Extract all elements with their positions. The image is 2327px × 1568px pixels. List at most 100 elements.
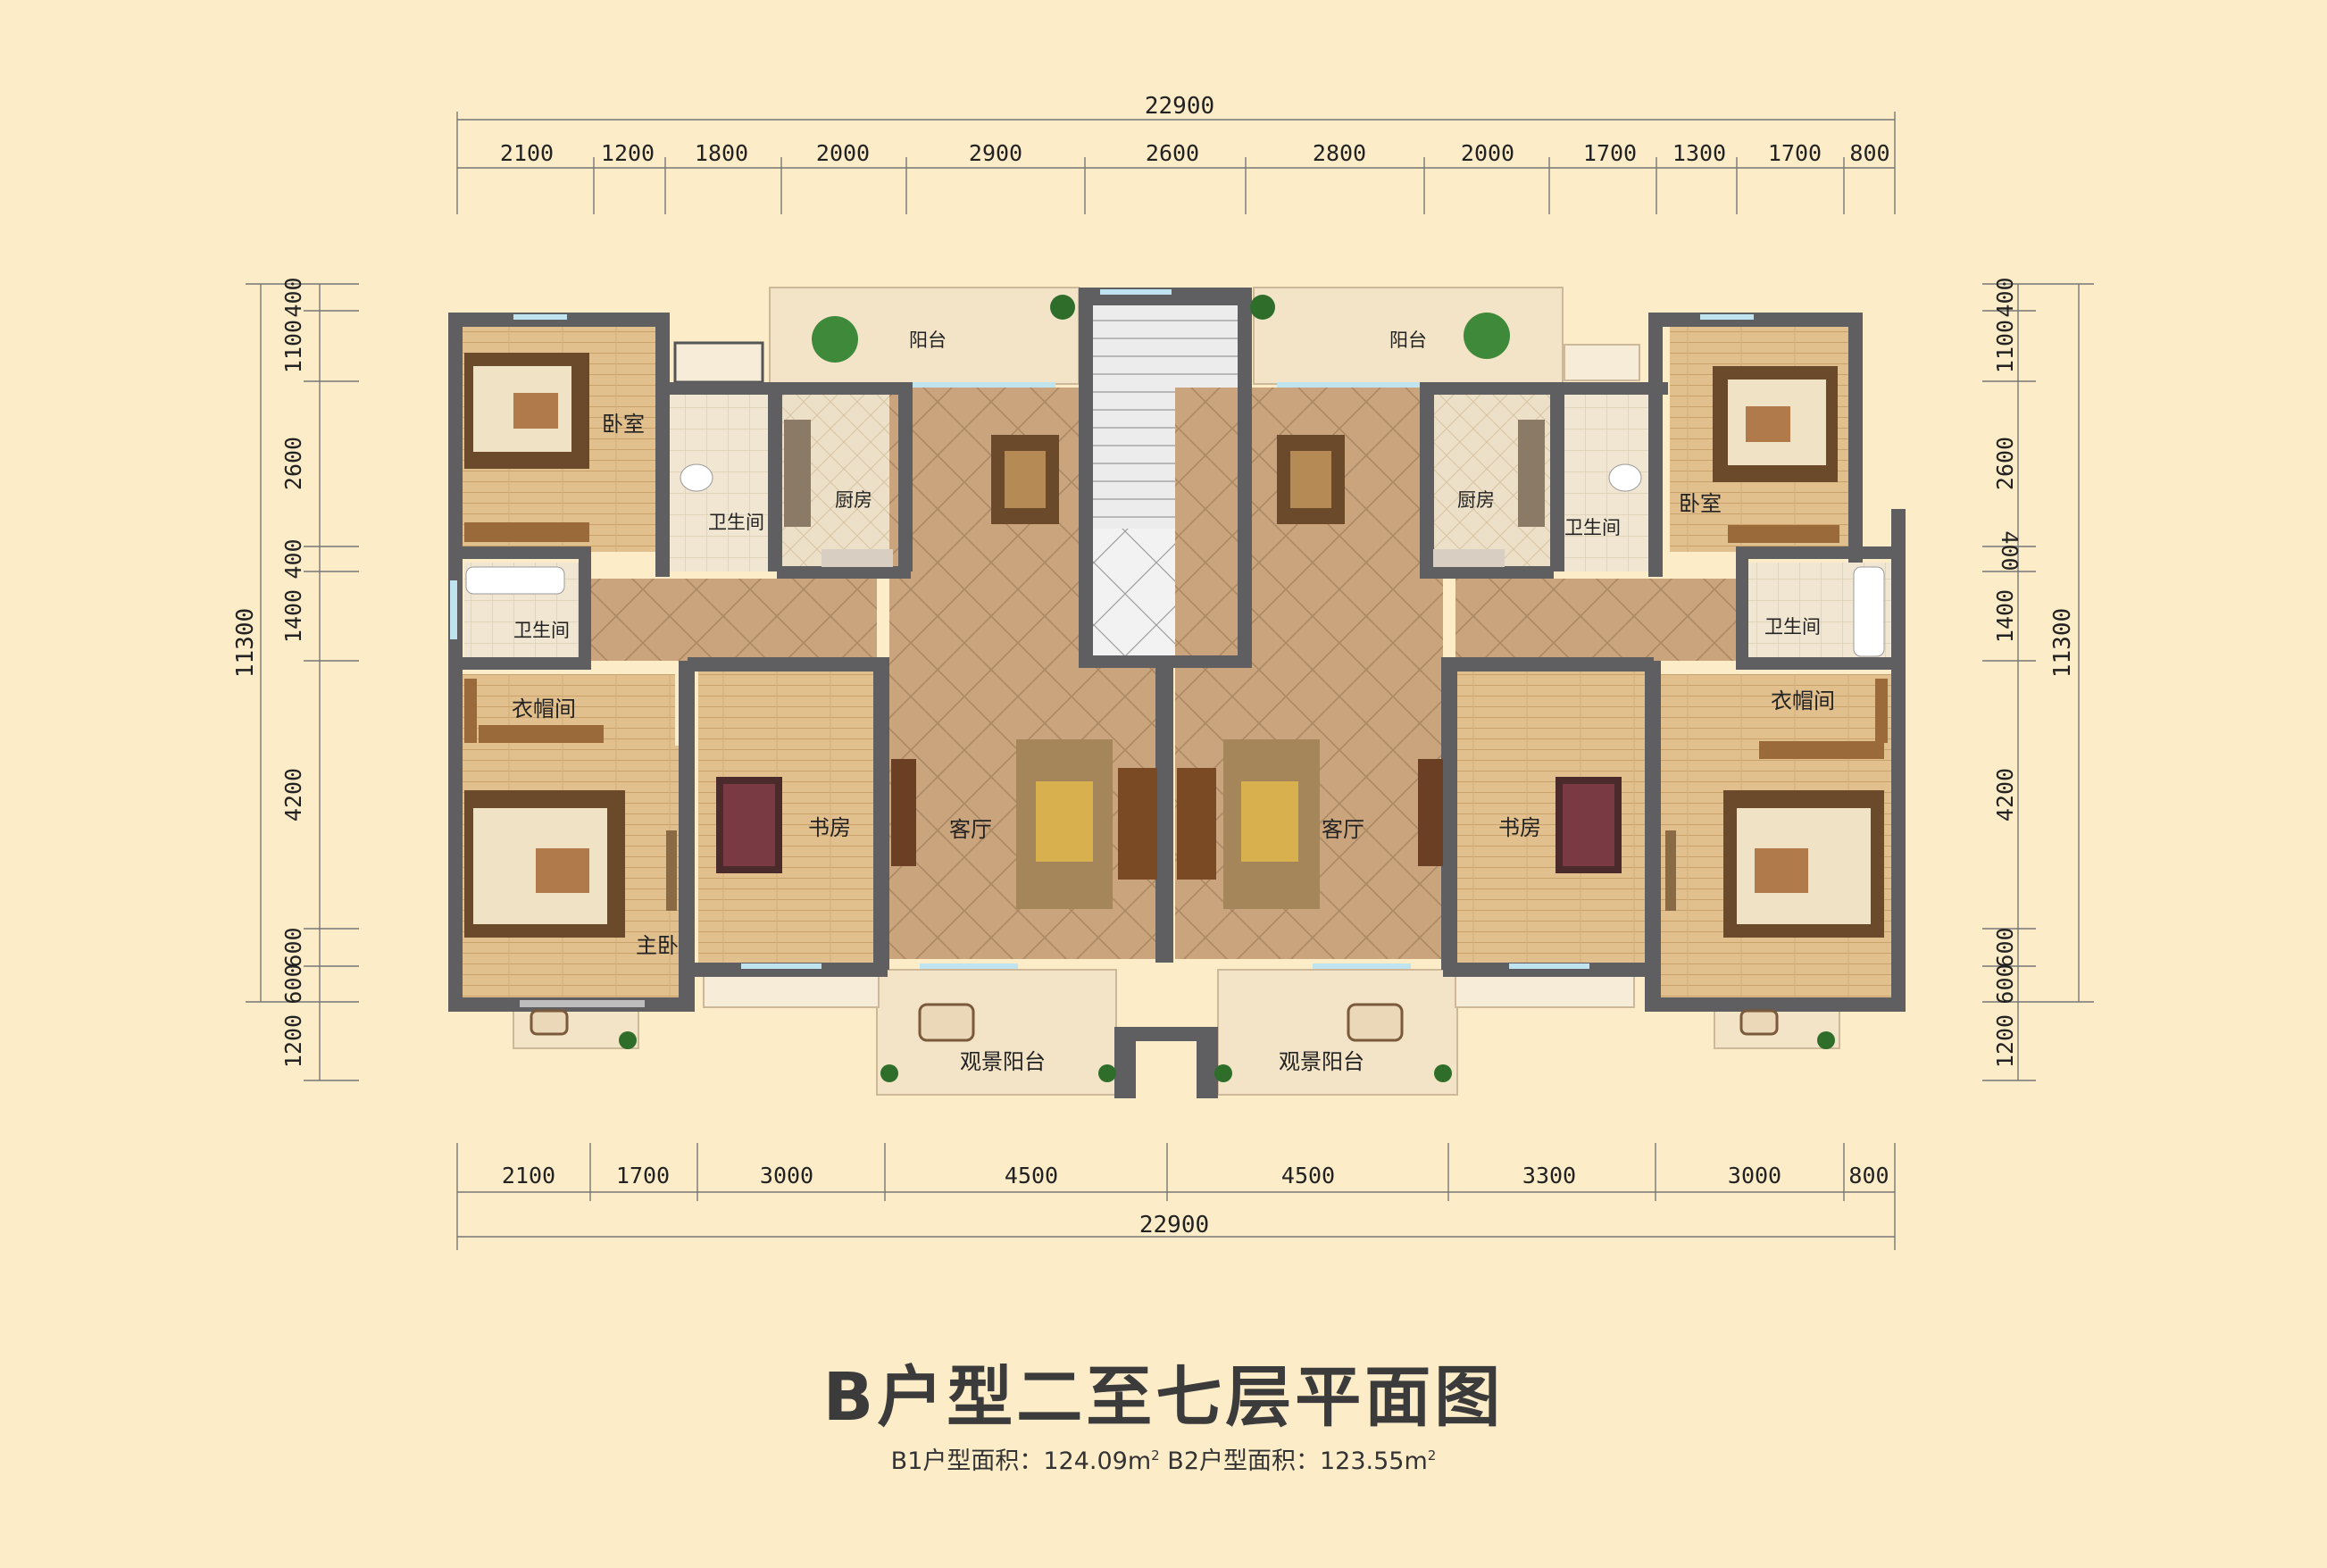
dim-top-3: 1800	[695, 140, 748, 166]
label-kitchen-right: 厨房	[1457, 489, 1495, 511]
dim-right-3: 2600	[1992, 437, 2018, 490]
plant-icon	[1434, 1064, 1452, 1082]
label-bedroom-left: 卧室	[602, 412, 645, 437]
desk-icon	[716, 777, 782, 873]
dim-top-8: 2000	[1461, 140, 1514, 166]
b2-area-value: 123.55m	[1320, 1447, 1428, 1475]
label-bathroom-right-lower: 卫生间	[1764, 616, 1821, 638]
walls	[448, 288, 1906, 1098]
floors	[463, 287, 1891, 1096]
label-cloakroom-right: 衣帽间	[1771, 688, 1835, 713]
dim-top-11: 1700	[1768, 140, 1822, 166]
dim-right-8: 600	[1992, 963, 2018, 1004]
kitchen-counter-icon	[1433, 549, 1505, 567]
dim-right-total: 11300	[2049, 608, 2076, 678]
corridor-right	[1455, 579, 1741, 661]
bathtub-icon	[1853, 566, 1885, 657]
tv-cabinet-icon	[1665, 830, 1676, 911]
dim-bottom-1: 2100	[502, 1163, 555, 1189]
room-labels: 卧室 卫生间 厨房 阳台 卫生间 衣帽间 主卧 书房 客厅 观景阳台 阳台 厨房…	[512, 329, 1835, 1074]
wardrobe-icon	[464, 679, 477, 743]
b2-area-unit: 2	[1427, 1447, 1437, 1464]
b1-area-unit: 2	[1151, 1447, 1160, 1464]
label-bedroom-right: 卧室	[1679, 491, 1722, 516]
bed-icon	[1713, 366, 1838, 482]
dim-bottom-4: 4500	[1005, 1163, 1058, 1189]
lounge-chair-icon	[918, 1003, 975, 1042]
dim-top-7: 2800	[1313, 140, 1366, 166]
tv-cabinet-icon	[666, 830, 677, 911]
label-balcony-left: 阳台	[909, 329, 947, 351]
lounge-chair-icon	[530, 1009, 569, 1036]
dim-bottom-3: 3000	[760, 1163, 813, 1189]
kitchen-counter-icon	[1518, 420, 1545, 527]
label-living-left: 客厅	[949, 817, 992, 842]
wardrobe-icon	[464, 522, 589, 542]
label-living-right: 客厅	[1322, 817, 1364, 842]
ac-unit-left	[673, 341, 764, 384]
desk-icon	[1556, 777, 1622, 873]
dim-right-1: 400	[1992, 277, 2018, 317]
tv-cabinet-icon	[1418, 759, 1443, 866]
dimension-lines	[246, 112, 2094, 1250]
b2-area-label: B2户型面积：	[1167, 1447, 1320, 1475]
dim-right-9: 1200	[1992, 1014, 2018, 1068]
dim-bottom-total: 22900	[1139, 1212, 1209, 1239]
tv-cabinet-icon	[891, 759, 916, 866]
dim-top-2: 1200	[601, 140, 655, 166]
furniture	[464, 295, 1888, 1082]
plant-icon	[1250, 295, 1275, 320]
dim-bottom-2: 1700	[616, 1163, 670, 1189]
dim-top-4: 2000	[816, 140, 870, 166]
dim-left-3: 2600	[280, 437, 306, 490]
view-balcony-right	[1217, 969, 1458, 1096]
dim-left-total: 11300	[232, 608, 259, 678]
dim-bottom-7: 3000	[1728, 1163, 1781, 1189]
dim-left-7: 600	[280, 927, 306, 967]
ac-unit-right	[1564, 344, 1640, 381]
label-bathroom-left-lower: 卫生间	[513, 620, 570, 641]
dim-top-12: 800	[1849, 140, 1889, 166]
plan-title: B户型二至七层平面图	[822, 1359, 1505, 1436]
label-cloakroom-left: 衣帽间	[512, 696, 576, 721]
label-balcony-right: 阳台	[1389, 329, 1427, 351]
plant-icon	[619, 1031, 637, 1049]
dim-left-9: 1200	[280, 1014, 306, 1068]
study-window-right	[1455, 974, 1635, 1008]
lounge-chair-icon	[1739, 1009, 1779, 1036]
dim-right-6: 4200	[1992, 768, 2018, 822]
dim-left-8: 600	[280, 963, 306, 1004]
dim-top-10: 1300	[1672, 140, 1726, 166]
sofa-set-icon	[1177, 739, 1320, 909]
plant-icon	[1050, 295, 1075, 320]
view-balcony-left	[876, 969, 1117, 1096]
label-kitchen-left: 厨房	[835, 489, 872, 511]
dim-bottom-5: 4500	[1281, 1163, 1335, 1189]
label-view-balcony-left: 观景阳台	[960, 1049, 1046, 1074]
label-study-left: 书房	[808, 815, 851, 840]
lounge-chair-icon	[1347, 1003, 1404, 1042]
kitchen-counter-icon	[822, 549, 893, 567]
plant-icon	[1098, 1064, 1116, 1082]
kitchen-counter-icon	[784, 420, 811, 527]
wardrobe-icon	[1875, 679, 1888, 743]
label-bathroom-left-upper: 卫生间	[708, 512, 764, 533]
toilet-icon	[1608, 463, 1642, 492]
label-master-bedroom-left: 主卧	[636, 933, 679, 958]
dining-table-icon	[1277, 435, 1345, 524]
dim-left-6: 4200	[280, 768, 306, 822]
plant-icon	[880, 1064, 898, 1082]
corridor-left	[591, 579, 877, 661]
dim-top-9: 1700	[1583, 140, 1637, 166]
wardrobe-icon	[479, 725, 604, 743]
wardrobe-icon	[1759, 741, 1884, 759]
dim-right-7: 600	[1992, 927, 2018, 967]
dim-right-4: 400	[1997, 530, 2023, 571]
wardrobe-icon	[1728, 525, 1839, 543]
dim-bottom-6: 3300	[1522, 1163, 1576, 1189]
dim-left-4: 400	[280, 538, 306, 579]
b1-area-label: B1户型面积：	[890, 1447, 1044, 1475]
dim-top-total: 22900	[1145, 93, 1214, 120]
b1-area-value: 124.09m	[1043, 1447, 1152, 1475]
